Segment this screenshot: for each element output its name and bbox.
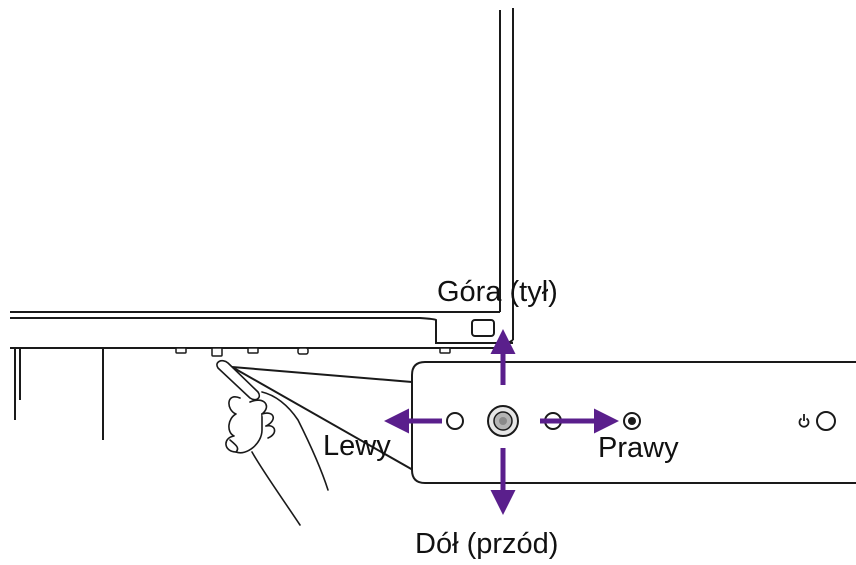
small-round-button	[623, 412, 641, 430]
button-left	[446, 412, 464, 430]
label-right: Prawy	[598, 432, 679, 464]
pointing-hand	[216, 360, 329, 526]
direction-arrows	[384, 329, 619, 515]
label-down: Dół (przód)	[415, 528, 559, 560]
callout-lines	[231, 366, 414, 471]
power-icon	[798, 414, 810, 428]
control-nubs	[175, 347, 451, 357]
monitor-stand	[14, 348, 104, 440]
power-button	[816, 411, 836, 431]
label-left: Lewy	[323, 430, 391, 462]
label-up: Góra (tył)	[437, 276, 558, 308]
joystick-button	[487, 405, 519, 437]
